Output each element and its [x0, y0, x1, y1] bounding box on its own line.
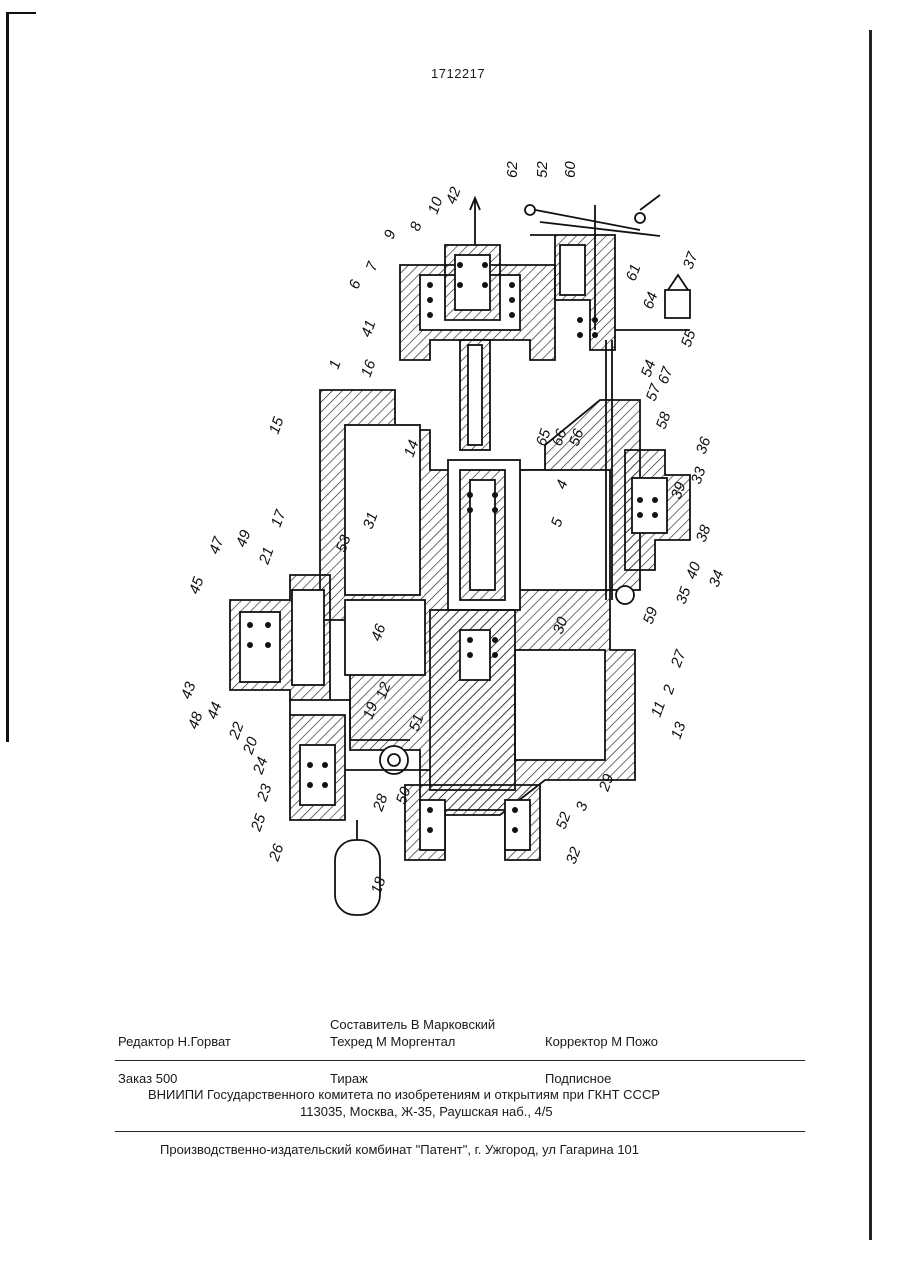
divider: [115, 1060, 805, 1061]
part-label: 32: [563, 844, 585, 866]
publisher-line: ВНИИПИ Государственного комитета по изоб…: [148, 1087, 660, 1102]
technical-drawing: 62 52 60 42 10 8 9 7 6 41 16 1 15 14 31 …: [0, 0, 900, 1000]
part-label: 67: [655, 364, 677, 386]
part-label: 15: [266, 414, 288, 436]
part-label: 62: [504, 161, 521, 178]
part-label: 64: [640, 290, 662, 311]
subscription: Подписное: [545, 1071, 611, 1086]
part-label: 36: [693, 434, 715, 456]
part-label: 38: [693, 522, 715, 544]
part-label: 24: [249, 755, 271, 777]
part-label: 9: [381, 227, 400, 241]
part-label: 61: [623, 262, 645, 283]
techred-credit: Техред М Моргентал: [330, 1034, 455, 1049]
order-number: Заказ 500: [118, 1071, 177, 1086]
drawing-outline: [230, 195, 690, 915]
part-label: 25: [247, 811, 269, 834]
part-label: 42: [443, 184, 465, 206]
part-label: 13: [668, 719, 690, 741]
part-label: 27: [667, 647, 689, 670]
circulation: Тираж: [330, 1071, 368, 1086]
part-label: 7: [363, 259, 382, 273]
part-label: 33: [688, 464, 710, 486]
compiler-credit: Составитель В Марковский: [330, 1017, 495, 1032]
part-label: 21: [255, 545, 277, 567]
part-label: 59: [640, 604, 662, 626]
part-label: 45: [186, 574, 208, 596]
divider: [115, 1131, 805, 1132]
part-label: 40: [683, 559, 705, 581]
part-label: 2: [659, 682, 678, 697]
printer-line: Производственно-издательский комбинат "П…: [160, 1142, 639, 1157]
part-label: 34: [706, 568, 728, 589]
part-label: 60: [562, 161, 579, 178]
part-label: 57: [643, 381, 665, 403]
part-label: 37: [680, 249, 702, 271]
editor-credit: Редактор Н.Горват: [118, 1034, 231, 1049]
part-label: 23: [253, 781, 275, 804]
part-label: 43: [178, 679, 200, 701]
part-label: 44: [204, 700, 226, 721]
part-label: 49: [233, 527, 255, 549]
publisher-address: 113035, Москва, Ж-35, Раушская наб., 4/5: [300, 1104, 553, 1119]
part-label: 47: [206, 534, 228, 556]
part-label: 6: [346, 277, 365, 291]
part-label: 52: [553, 809, 575, 831]
part-label: 52: [534, 161, 551, 178]
part-label: 28: [369, 791, 391, 814]
part-label: 17: [268, 507, 290, 529]
part-label: 1: [326, 358, 345, 372]
part-label: 8: [407, 219, 426, 233]
part-label: 3: [573, 799, 592, 813]
part-label: 11: [648, 699, 669, 719]
part-label: 41: [358, 318, 380, 339]
part-label: 48: [185, 709, 207, 731]
part-label: 58: [653, 409, 675, 431]
part-label: 26: [265, 841, 287, 864]
part-label: 16: [358, 357, 380, 379]
corrector-credit: Корректор М Пожо: [545, 1034, 658, 1049]
part-label: 35: [673, 584, 695, 606]
